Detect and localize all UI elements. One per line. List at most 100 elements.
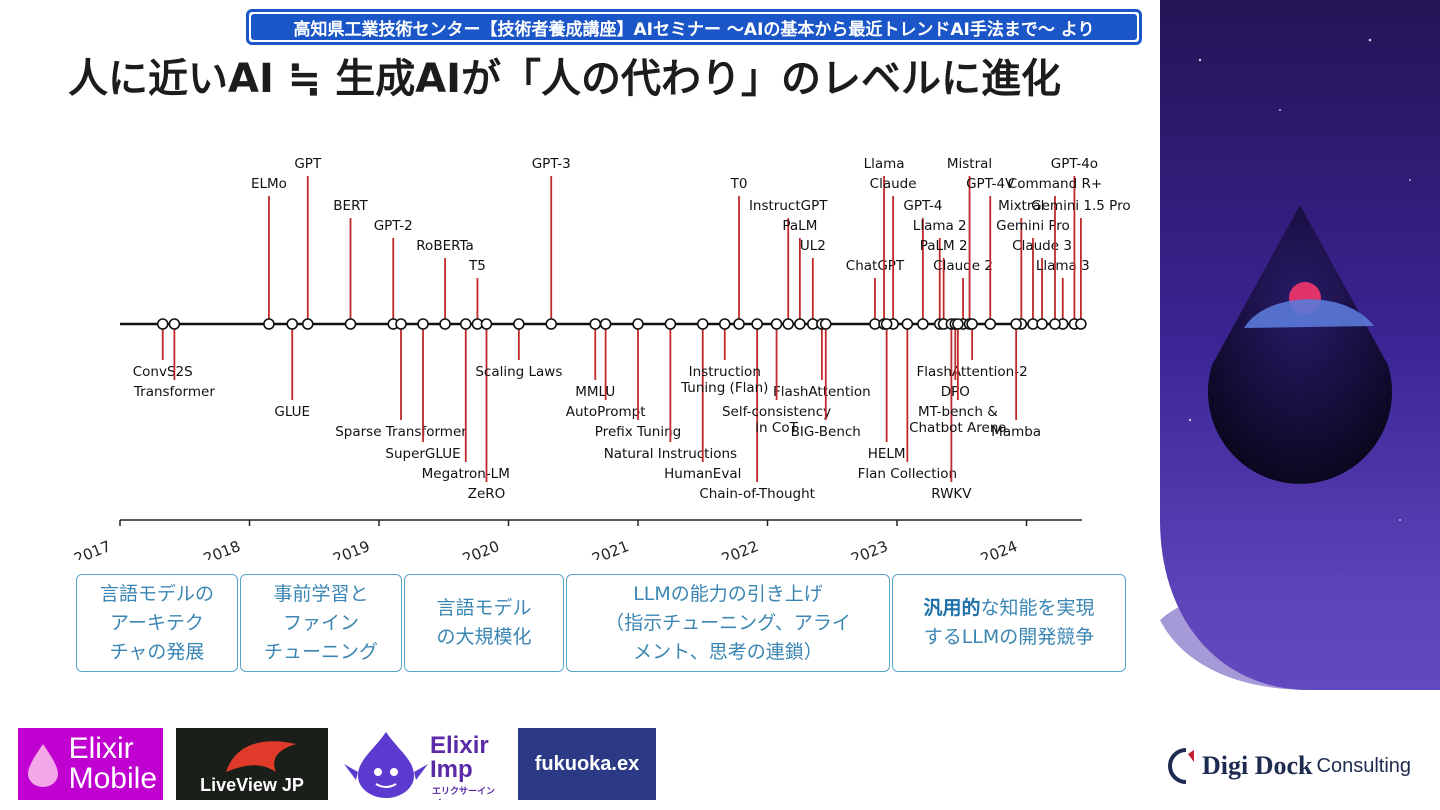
event-label-bert: BERT [333,198,368,214]
event-label-scaling-laws: Scaling Laws [475,364,562,380]
slide-title: 人に近いAI ≒ 生成AIが「人の代わり」のレベルに進化 [68,56,1062,102]
source-banner-text: 高知県工業技術センター【技術者養成講座】AIセミナー ～AIの基本から最近トレン… [251,14,1137,40]
node-instruction-tuning-flan [718,318,731,330]
node-transformer [168,318,181,330]
phase-box-general-intelligence: 汎用的な知能を実現 するLLMの開発競争 [892,574,1126,672]
event-label-llama-3: Llama 3 [1036,258,1090,274]
elixir-mobile-logo: Elixir Mobile [18,728,163,800]
elixir-mobile-text: Elixir Mobile [68,732,157,795]
phase-box-capability: LLMの能力の引き上げ （指示チューニング、アライ メント、思考の連鎖） [566,574,890,672]
node-humaneval [696,318,709,330]
event-label-superglue: SuperGLUE [385,446,460,462]
year-label-2024: 2024 [978,537,1020,560]
event-label-command-r: Command R+ [1008,176,1102,192]
node-roberta [439,318,451,330]
event-label-gemini-pro: Gemini Pro [996,218,1070,234]
cloud-icon [1244,299,1374,328]
source-banner: 高知県工業技術センター【技術者養成講座】AIセミナー ～AIの基本から最近トレン… [246,9,1142,45]
event-label-gpt-2: GPT-2 [374,218,413,234]
node-flan-collection [901,318,914,330]
event-label-convs2s: ConvS2S [133,364,193,380]
fukuoka-ex-logo: fukuoka.ex [518,728,656,800]
event-label-instructgpt: InstructGPT [749,198,828,214]
node-sparse-transformer [395,318,407,330]
event-label-ul2: UL2 [800,238,826,254]
phase-box-scaling: 言語モデル の大規模化 [404,574,564,672]
event-label-mamba: Mamba [991,424,1041,440]
event-label-helm: HELM [868,446,906,462]
node-gpt-4 [917,318,929,330]
event-label-claude-2: Claude 2 [933,258,993,274]
digidock-mark-icon [1168,748,1194,784]
event-label-gemini-1-5-pro: Gemini 1.5 Pro [1031,198,1130,214]
elixir-imp-text: Elixir Imp [430,732,489,783]
node-mt-bench-chatbot-arena [952,318,964,330]
event-label-flashattention: FlashAttention [773,384,871,400]
node-gpt-3 [545,318,558,330]
event-label-t0: T0 [730,176,748,192]
node-palm [794,318,806,330]
event-label-chatgpt: ChatGPT [846,258,905,274]
digidock-sub: Consulting [1316,754,1412,777]
event-label-rwkv: RWKV [931,486,972,502]
node-scaling-laws [513,318,525,330]
event-label-gpt-3: GPT-3 [532,156,571,172]
node-t0 [733,318,745,330]
node-prefix-tuning [632,318,644,330]
imp-mascot-icon [344,732,428,798]
node-zero [480,318,493,330]
node-convs2s [156,318,169,330]
year-label-2019: 2019 [330,537,372,560]
year-label-2023: 2023 [848,537,890,560]
node-instructgpt [782,318,795,330]
event-label-palm-2: PaLM 2 [920,238,968,254]
event-label-gpt-4v: GPT-4V [966,176,1015,192]
event-label-sparse-transformer: Sparse Transformer [335,424,467,440]
digidock-consulting-logo: Digi Dock Consulting [1168,744,1430,788]
decorative-night-sky-panel [1160,0,1440,690]
event-label-flashattention-2: FlashAttention-2 [917,364,1028,380]
event-label-claude: Claude [870,176,917,192]
event-label-llama: Llama [864,156,905,172]
year-label-2022: 2022 [719,537,761,560]
node-gpt-4v [984,318,997,330]
event-label-chain-of-thought: Chain-of-Thought [699,486,815,502]
fukuoka-ex-text: fukuoka.ex [534,752,640,775]
event-label-llama-2: Llama 2 [913,218,967,234]
node-big-bench [819,318,832,330]
event-label-claude-3: Claude 3 [1012,238,1072,254]
phase-box-general-intelligence-text: 汎用的な知能を実現 するLLMの開発競争 [923,594,1094,652]
node-autoprompt [599,318,612,330]
phase-box-pretraining: 事前学習と ファイン チューニング [240,574,402,672]
event-label-autoprompt: AutoPrompt [566,404,646,420]
event-label-t5: T5 [468,258,486,274]
elixir-imp-subtext: エリクサーインプ [432,787,496,797]
event-label-zero: ZeRO [468,486,506,502]
node-chain-of-thought [751,318,763,330]
node-command-r [1049,318,1061,330]
elixir-drop-icon [28,744,58,787]
event-label-mistral: Mistral [947,156,992,172]
event-label-flan-collection: Flan Collection [858,466,957,482]
node-natural-instructions [664,318,677,330]
event-label-mixtral: Mixtral [998,198,1044,214]
event-label-elmo: ELMo [251,176,287,192]
year-label-2018: 2018 [201,537,243,560]
node-claude-3 [1036,318,1048,330]
event-label-dpo: DPO [941,384,970,400]
event-label-glue: GLUE [274,404,310,420]
node-bert [344,318,357,330]
phase-emphasis: 汎用的 [923,597,981,619]
node-elmo [263,318,275,330]
event-label-prefix-tuning: Prefix Tuning [595,424,681,440]
event-label-transformer: Transformer [133,384,215,400]
node-superglue [417,318,429,330]
year-label-2017: 2017 [71,537,113,560]
event-label-megatron-lm: Megatron-LM [422,466,510,482]
node-helm [880,318,893,330]
node-mamba [1010,318,1022,330]
event-label-natural-instructions: Natural Instructions [604,446,737,462]
node-flashattention-2 [966,318,978,330]
